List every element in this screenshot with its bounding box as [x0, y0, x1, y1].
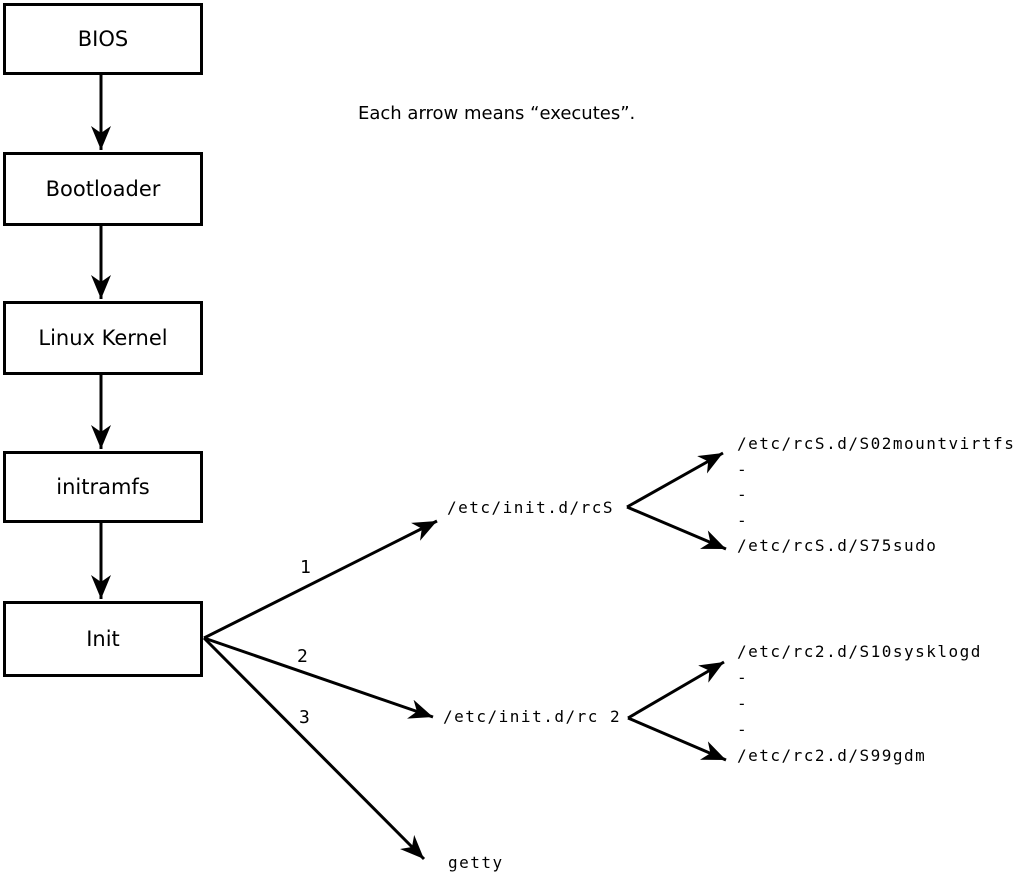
rc2-script-ellipsis: - — [737, 694, 749, 713]
node-linux-kernel-label: Linux Kernel — [38, 325, 168, 350]
arrow-rcs-to-s02mountvirtfs — [626, 451, 724, 509]
node-initramfs-label: initramfs — [56, 474, 150, 499]
branch-label-2: 2 — [297, 646, 308, 667]
arrow-init-to-getty — [202, 636, 426, 861]
arrow-init-to-rc2 — [203, 636, 434, 719]
node-initramfs: initramfs — [3, 451, 203, 523]
node-linux-kernel: Linux Kernel — [3, 301, 203, 375]
node-etc-init-d-rcs: /etc/init.d/rcS — [447, 498, 614, 517]
branch-label-1: 1 — [300, 557, 311, 578]
diagram-caption: Each arrow means “executes”. — [358, 103, 636, 124]
rc2-script-list: /etc/rc2.d/S10sysklogd - - - /etc/rc2.d/… — [737, 639, 982, 769]
rcs-script-item: /etc/rcS.d/S75sudo — [737, 536, 938, 555]
rc2-script-ellipsis: - — [737, 720, 749, 739]
node-bios: BIOS — [3, 3, 203, 75]
node-bootloader: Bootloader — [3, 152, 203, 226]
node-getty: getty — [448, 853, 504, 872]
rc2-script-item: /etc/rc2.d/S99gdm — [737, 746, 927, 765]
node-bios-label: BIOS — [77, 26, 129, 51]
branch-label-3: 3 — [299, 707, 310, 728]
arrow-rcs-to-s75sudo — [626, 505, 727, 551]
node-etc-init-d-rc2: /etc/init.d/rc 2 — [443, 707, 622, 726]
arrow-init-to-rcs — [203, 519, 438, 640]
rcs-script-ellipsis: - — [737, 459, 749, 479]
node-init-label: Init — [86, 626, 120, 651]
rc2-script-ellipsis: - — [737, 668, 749, 687]
arrow-rc2-to-s99gdm — [627, 716, 727, 762]
rcs-script-list: /etc/rcS.d/S02mountvirtfs - - - /etc/rcS… — [737, 431, 1015, 559]
rcs-script-ellipsis: - — [737, 510, 749, 530]
rc2-script-item: /etc/rc2.d/S10sysklogd — [737, 642, 982, 661]
node-bootloader-label: Bootloader — [45, 176, 161, 201]
arrow-rc2-to-s10sysklogd — [627, 660, 725, 720]
rcs-script-ellipsis: - — [737, 485, 749, 504]
rcs-script-item: /etc/rcS.d/S02mountvirtfs — [737, 434, 1016, 453]
node-init: Init — [3, 601, 203, 677]
